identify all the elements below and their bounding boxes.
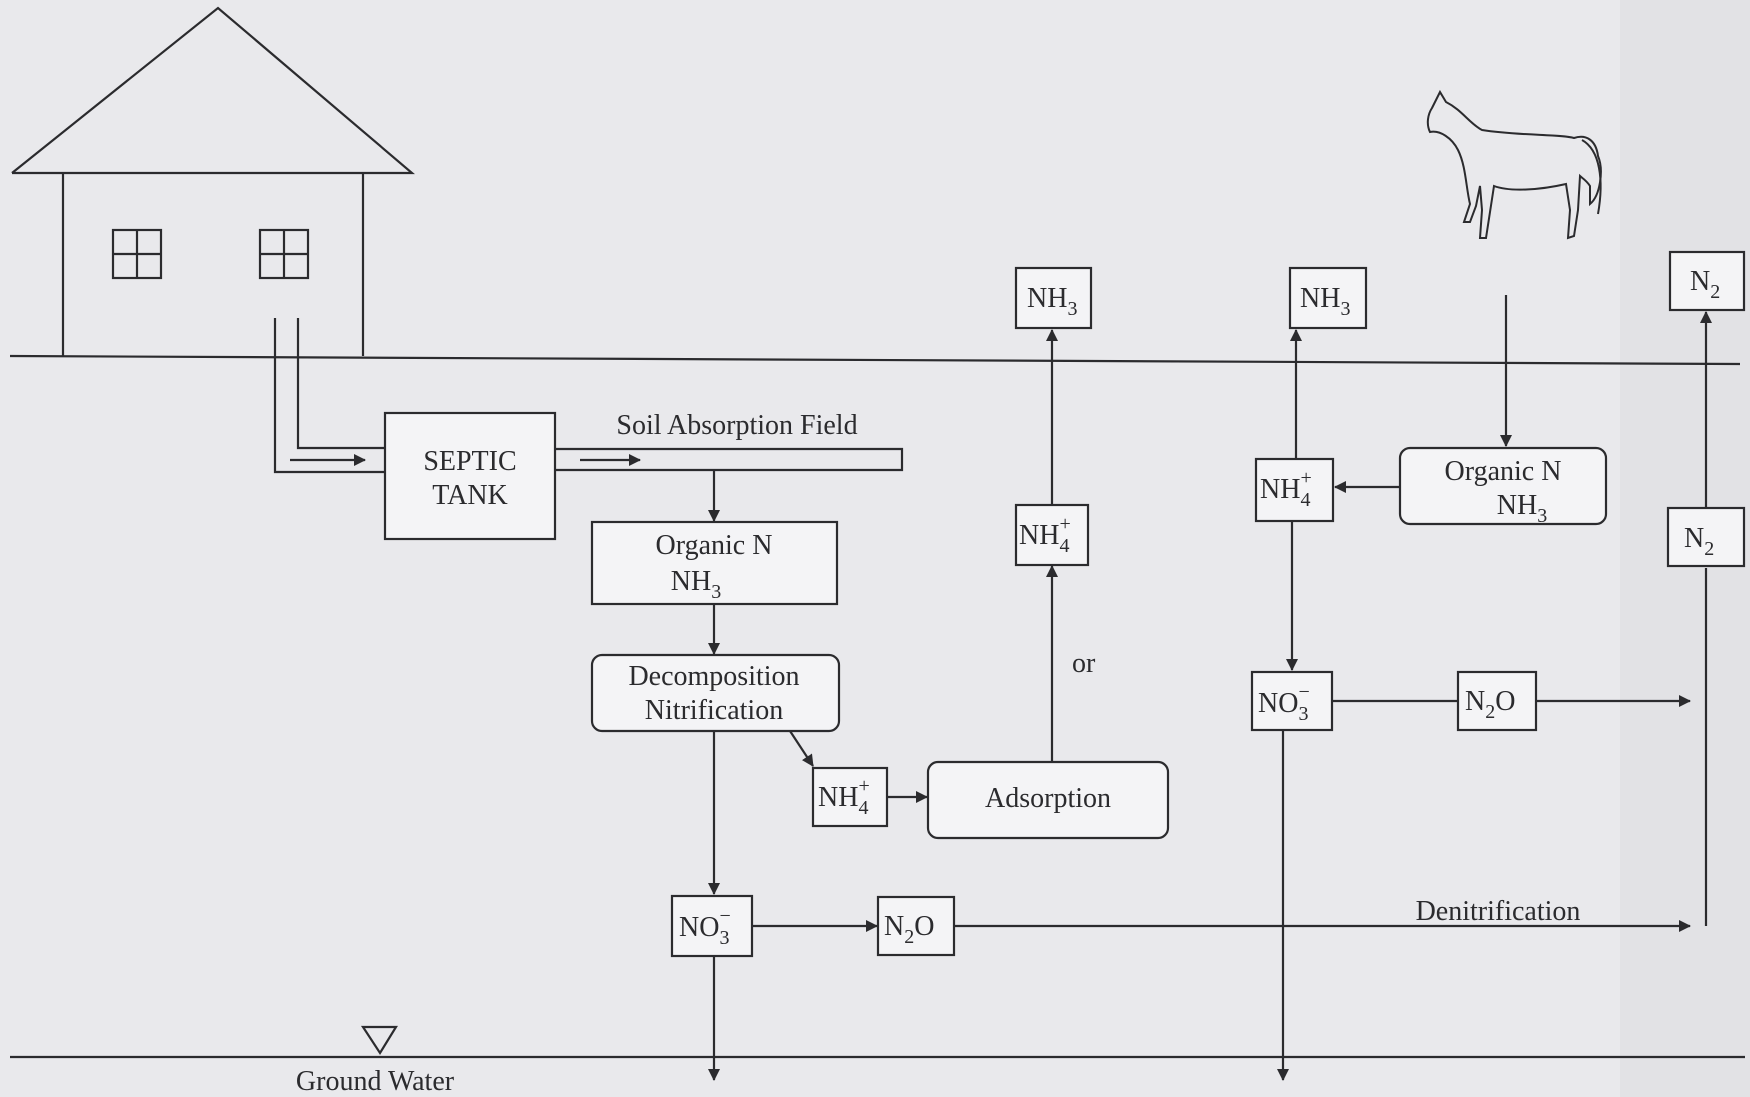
nitrate-box-center [670,894,754,958]
organic-n-box-center [590,520,839,606]
water-table-triangle-icon [360,1025,398,1056]
n2-box-lower [1666,506,1746,568]
nitrous-oxide-label-center: N2O [884,911,934,948]
adsorption-label: Adsorption [985,783,1111,814]
ground-water-label: Ground Water [296,1066,455,1097]
organic-nh3-label-right: NH3 [1497,490,1547,527]
n2-label-upper: N2 [1690,266,1720,303]
nitrate-label-right: NO3− [1258,681,1310,725]
ammonia-box-right [1288,266,1368,330]
n2-box-upper [1668,250,1746,312]
ammonia-label-middle: NH3 [1027,283,1077,320]
nitrous-oxide-box-right [1456,670,1538,732]
soil-absorption-pipe [555,447,904,472]
septic-tank-label-line1: SEPTIC [423,446,516,477]
horse-icon [1426,89,1602,240]
decomposition-label: Decomposition [628,661,799,692]
ammonium-box-lower [811,766,889,828]
ammonium-box-right [1254,457,1335,523]
organic-nh3-label: NH3 [671,566,721,603]
ground-surface-line [9,354,1741,366]
adsorption-box [926,760,1170,840]
or-label: or [1072,648,1096,679]
nitrate-label-center: NO3− [679,905,731,949]
septic-tank-label-line2: TANK [432,480,508,511]
nitrous-oxide-label-right: N2O [1465,686,1515,723]
house-drain-pipe [273,318,385,474]
ammonium-label-lower: NH4+ [818,775,870,819]
decomposition-box [590,653,841,733]
ammonium-label-right: NH4+ [1260,467,1312,511]
ammonia-label-right: NH3 [1300,283,1350,320]
ammonia-box-middle [1014,266,1093,330]
organic-n-label-right: Organic N [1445,456,1562,487]
nitrification-label: Nitrification [645,695,783,726]
denitrification-label: Denitrification [1416,896,1581,927]
soil-absorption-label: Soil Absorption Field [616,410,857,441]
house-drain-pipe-inner [296,318,385,450]
arrow-decomp-to-ammonium [789,730,814,767]
ammonium-label-middle: NH4+ [1019,513,1071,557]
organic-n-label: Organic N [656,530,773,561]
house-icon [11,6,415,356]
n2-label-lower: N2 [1684,523,1714,560]
septic-tank-box [383,411,557,541]
